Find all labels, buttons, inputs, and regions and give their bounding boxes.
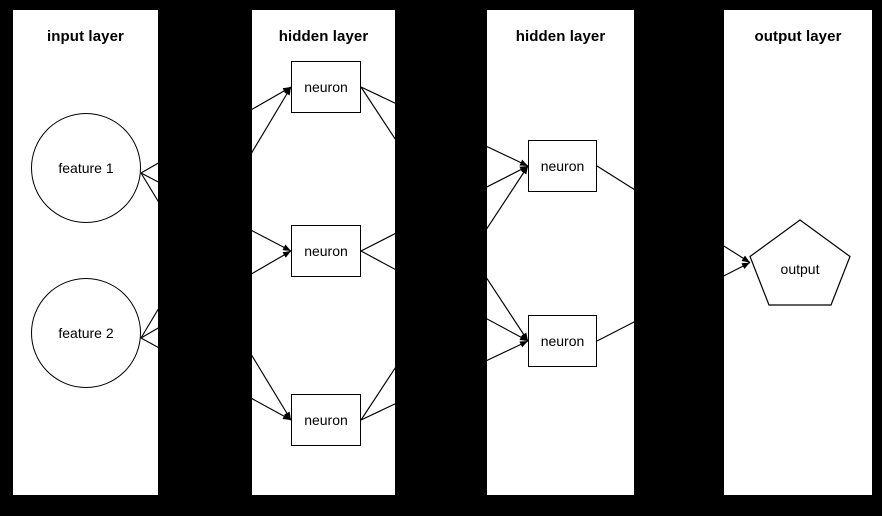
node-hidden1-neuron-3[interactable]: neuron — [291, 394, 361, 446]
node-hidden1-neuron-2[interactable]: neuron — [291, 225, 361, 277]
gap-mask-top — [0, 0, 882, 10]
gap-mask-left — [0, 0, 13, 516]
node-hidden1-neuron-1[interactable]: neuron — [291, 61, 361, 113]
node-label: output — [780, 260, 820, 277]
layer-panel-output: output layer output — [724, 10, 872, 495]
node-feature-1[interactable]: feature 1 — [31, 113, 141, 223]
node-label: neuron — [304, 243, 348, 259]
gap-mask-input-hidden1 — [158, 0, 252, 516]
layer-title-hidden-2: hidden layer — [515, 28, 606, 45]
layer-title-output: output layer — [754, 28, 842, 45]
layer-panel-input: input layer feature 1 feature 2 — [13, 10, 158, 495]
gap-mask-right — [872, 0, 882, 516]
node-hidden2-neuron-1[interactable]: neuron — [528, 140, 597, 192]
gap-mask-bottom — [0, 495, 882, 516]
pentagon-icon — [749, 219, 851, 306]
node-feature-2[interactable]: feature 2 — [31, 278, 141, 388]
node-label: feature 1 — [58, 160, 114, 176]
node-hidden2-neuron-2[interactable]: neuron — [528, 315, 597, 367]
node-output[interactable]: output — [749, 219, 851, 306]
layer-title-input: input layer — [47, 28, 124, 45]
gap-mask-hidden1-hidden2 — [395, 0, 487, 516]
node-label: feature 2 — [58, 325, 114, 341]
node-label: neuron — [540, 333, 585, 349]
node-label: neuron — [304, 79, 348, 95]
gap-mask-hidden2-output — [634, 0, 724, 516]
node-label: neuron — [540, 158, 585, 174]
layer-panel-hidden-1: hidden layer neuron neuron neuron — [252, 10, 395, 495]
layer-title-hidden-1: hidden layer — [278, 28, 369, 45]
node-label: neuron — [304, 412, 348, 428]
layer-panel-hidden-2: hidden layer neuron neuron — [487, 10, 634, 495]
